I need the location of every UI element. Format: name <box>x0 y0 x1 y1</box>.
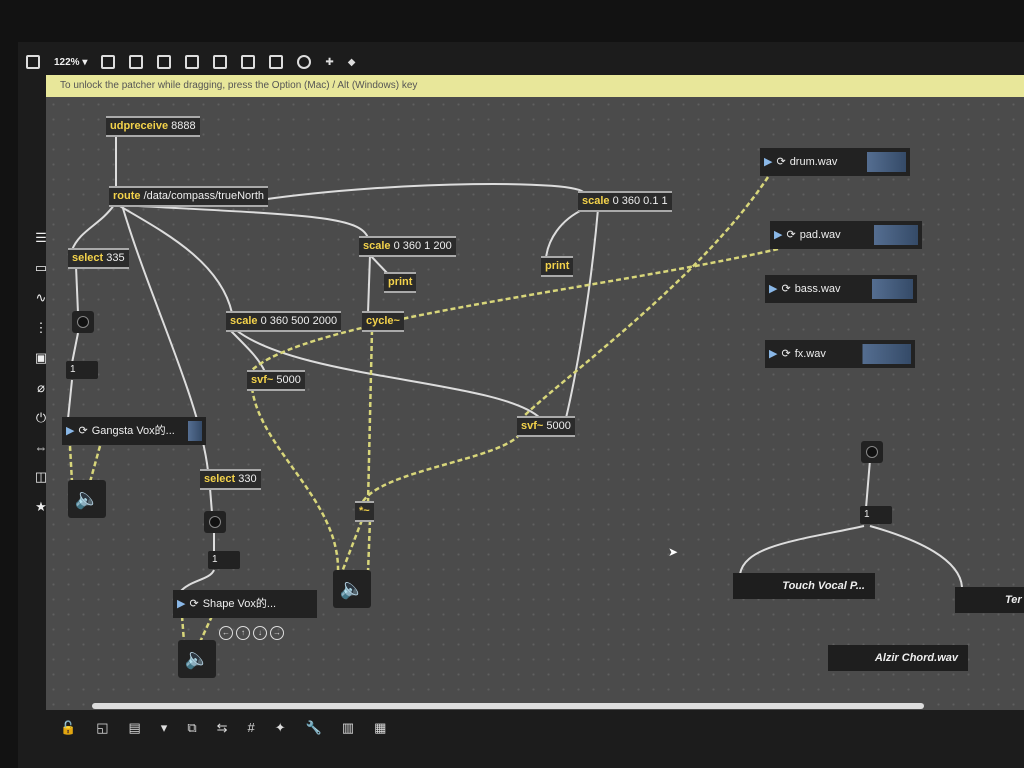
speaker-output-button[interactable]: 🔈 <box>68 480 106 518</box>
presentation-mode-icon[interactable]: ▤ <box>128 720 141 735</box>
bang-button[interactable] <box>204 511 226 533</box>
number-icon[interactable] <box>269 55 284 69</box>
nav-arrows: ←↑↓→ <box>219 626 284 640</box>
playlist-touch-vocal[interactable]: Touch Vocal P... <box>733 573 875 599</box>
playlist-ter[interactable]: Ter <box>955 587 1024 613</box>
loop-icon[interactable]: ⟳ <box>786 229 796 241</box>
mixer-icon[interactable]: ⋮ <box>34 320 48 335</box>
sidebar-toggle-icon[interactable] <box>26 55 40 69</box>
star-icon[interactable]: ★ <box>35 499 47 514</box>
loop-icon[interactable]: ⟳ <box>78 425 88 437</box>
number-box[interactable]: 1 <box>208 551 240 569</box>
zoom-dropdown[interactable]: 122% ▾ <box>54 56 88 68</box>
arrows-icon[interactable]: ⇔ <box>34 440 48 455</box>
player-fx[interactable]: ▶⟳fx.wav <box>765 340 915 368</box>
plug-icon[interactable]: ⏻ <box>35 410 47 425</box>
paperclip-icon[interactable]: ⌀ <box>37 380 45 395</box>
debug-icon[interactable]: ⇆ <box>216 720 228 735</box>
player-pad[interactable]: ▶⟳pad.wav <box>770 221 922 249</box>
waveform <box>844 279 913 299</box>
audio-icon[interactable]: ∿ <box>35 290 47 305</box>
arrow-up-icon[interactable]: ↑ <box>236 626 250 640</box>
keyboard-icon[interactable]: ▥ <box>341 720 355 735</box>
route-object[interactable]: route /data/compass/trueNorth <box>109 186 269 207</box>
speaker-output-button[interactable]: 🔈 <box>333 570 371 608</box>
dsp-icon[interactable]: ▦ <box>374 720 387 735</box>
lock-icon[interactable]: 🔓 <box>60 720 77 735</box>
comment-icon[interactable]: ▾ <box>160 720 168 735</box>
arrow-left-icon[interactable]: ← <box>219 626 233 640</box>
scale-object[interactable]: scale 0 360 1 200 <box>359 236 456 257</box>
bottom-toolbar: 🔓 ◱ ▤ ▾ ⧉ ⇆ # ✦ 🔧 ▥ ▦ <box>60 720 386 736</box>
plus-icon[interactable]: ✚ <box>325 56 334 68</box>
player-shape-vox[interactable]: ▶⟳Shape Vox的... <box>173 590 317 618</box>
arrow-right-icon[interactable]: → <box>270 626 284 640</box>
mouse-cursor: ➤ <box>668 545 679 559</box>
loop-icon[interactable]: ⟳ <box>776 156 786 168</box>
presentation-icon[interactable]: ▭ <box>34 260 48 275</box>
loop-icon[interactable]: ⟳ <box>781 348 791 360</box>
scale-object[interactable]: scale 0 360 500 2000 <box>226 311 342 332</box>
snapshot-icon[interactable]: ◫ <box>34 469 48 484</box>
bang-button[interactable] <box>861 441 883 463</box>
select-object[interactable]: select 330 <box>200 469 261 490</box>
svf-object[interactable]: svf~ 5000 <box>517 416 575 437</box>
bang-button[interactable] <box>72 311 94 333</box>
layers-icon[interactable]: ⧉ <box>187 720 197 735</box>
waveform <box>844 225 918 245</box>
unlock-hint-bar: To unlock the patcher while dragging, pr… <box>46 75 1024 97</box>
print-object[interactable]: print <box>384 272 417 293</box>
top-toolbar: 122% ▾ ✚ ◆ <box>18 48 1024 76</box>
waveform <box>178 421 202 441</box>
image-icon[interactable]: ▣ <box>34 350 48 365</box>
loop-icon[interactable]: ⟳ <box>781 283 791 295</box>
multiply-signal-object[interactable]: *~ <box>355 501 374 522</box>
button-icon[interactable] <box>213 55 228 69</box>
dial-icon[interactable] <box>297 55 312 69</box>
play-icon[interactable]: ▶ <box>769 283 778 295</box>
play-icon[interactable]: ▶ <box>764 156 773 168</box>
player-gangsta-vox[interactable]: ▶⟳Gangsta Vox的... <box>62 417 206 445</box>
select-object[interactable]: select 335 <box>68 248 129 269</box>
wrench-icon[interactable]: 🔧 <box>305 720 322 735</box>
player-bass[interactable]: ▶⟳bass.wav <box>765 275 917 303</box>
svf-object[interactable]: svf~ 5000 <box>247 370 305 391</box>
speaker-output-button[interactable]: 🔈 <box>178 640 216 678</box>
player-drum[interactable]: ▶⟳drum.wav <box>760 148 910 176</box>
magic-icon[interactable]: ✦ <box>274 720 286 735</box>
horizontal-scrollbar[interactable] <box>92 703 924 709</box>
loop-icon[interactable]: ⟳ <box>189 598 199 610</box>
left-sidebar: ☰ ▭ ∿ ⋮ ▣ ⌀ ⏻ ⇔ ◫ ★ <box>30 230 52 515</box>
playlist-alzir-chord[interactable]: Alzir Chord.wav <box>828 645 968 671</box>
play-icon[interactable]: ▶ <box>177 598 186 610</box>
play-object-icon[interactable] <box>241 55 256 69</box>
scale-object[interactable]: scale 0 360 0.1 1 <box>578 191 672 212</box>
play-icon[interactable]: ▶ <box>66 425 75 437</box>
comment-icon[interactable] <box>157 55 172 69</box>
number-box[interactable]: 1 <box>860 506 892 524</box>
print-object[interactable]: print <box>541 256 574 277</box>
play-icon[interactable]: ▶ <box>769 348 778 360</box>
menu-icon[interactable]: ☰ <box>35 230 47 245</box>
new-view-icon[interactable]: ◱ <box>96 720 109 735</box>
number-box[interactable]: 1 <box>66 361 98 379</box>
waveform <box>841 152 906 172</box>
udpreceive-object[interactable]: udpreceive 8888 <box>106 116 200 137</box>
play-icon[interactable]: ▶ <box>774 229 783 241</box>
grid-icon[interactable]: # <box>247 720 255 735</box>
toggle-icon[interactable] <box>185 55 200 69</box>
waveform <box>829 344 911 364</box>
paint-bucket-icon[interactable]: ◆ <box>347 56 356 68</box>
message-box-icon[interactable] <box>129 55 144 69</box>
new-object-icon[interactable] <box>101 55 116 69</box>
cycle-object[interactable]: cycle~ <box>362 311 404 332</box>
arrow-down-icon[interactable]: ↓ <box>253 626 267 640</box>
